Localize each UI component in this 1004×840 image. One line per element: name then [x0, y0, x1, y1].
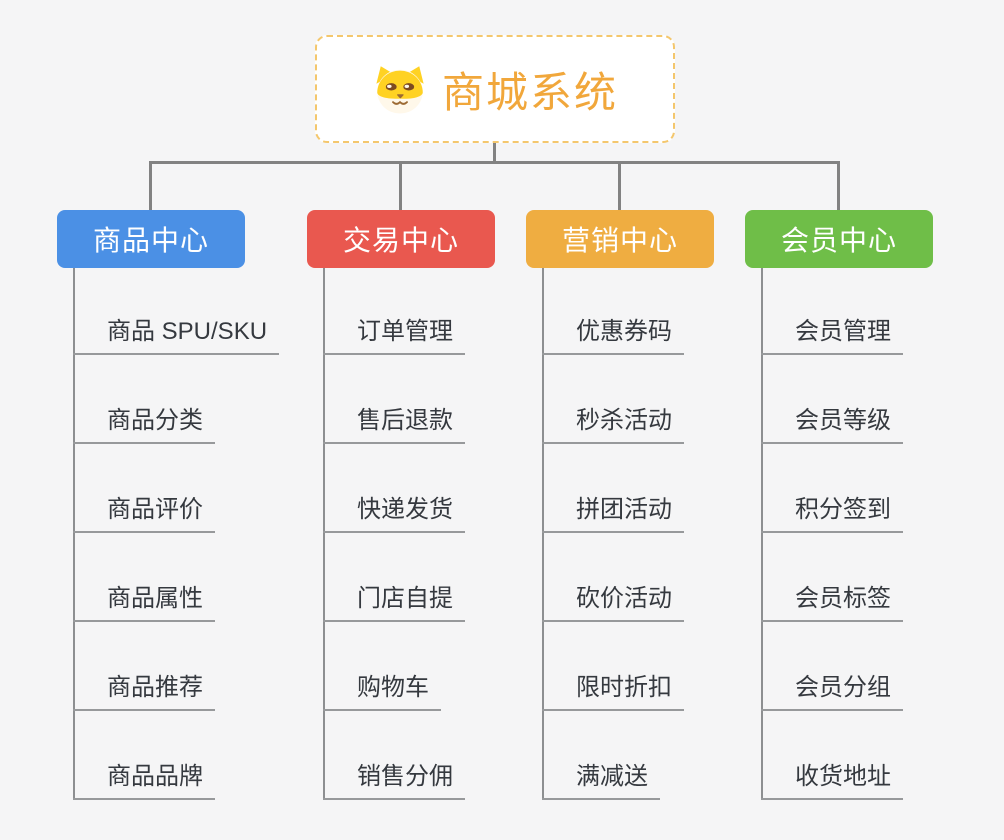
subtopic-node[interactable]: 商品分类: [73, 400, 215, 444]
subtopic-node[interactable]: 砍价活动: [542, 578, 684, 622]
branch-children-products: 商品 SPU/SKU 商品分类 商品评价 商品属性 商品推荐 商品品牌: [57, 266, 297, 806]
subtopic-node[interactable]: 订单管理: [323, 311, 465, 355]
branch-node-marketing[interactable]: 营销中心: [526, 210, 714, 268]
branch-connector-line: [73, 268, 75, 800]
subtopic-node[interactable]: 积分签到: [761, 489, 903, 533]
connector-drop-2: [399, 164, 402, 210]
connector-drop-3: [618, 164, 621, 210]
subtopic-node[interactable]: 商品属性: [73, 578, 215, 622]
connector-horizontal: [149, 161, 840, 164]
dog-face-icon: [376, 66, 424, 114]
root-topic-title: 商城系统: [441, 68, 618, 116]
subtopic-node[interactable]: 快递发货: [323, 489, 465, 533]
connector-root-stub: [493, 141, 496, 164]
subtopic-node[interactable]: 门店自提: [323, 578, 465, 622]
branch-label: 会员中心: [780, 225, 897, 256]
branch-label: 交易中心: [342, 225, 459, 256]
subtopic-node[interactable]: 商品 SPU/SKU: [73, 311, 280, 355]
branch-children-trade: 订单管理 售后退款 快递发货 门店自提 购物车 销售分佣: [307, 266, 547, 806]
branch-node-trade[interactable]: 交易中心: [307, 210, 495, 268]
subtopic-node[interactable]: 优惠券码: [542, 311, 684, 355]
branch-children-marketing: 优惠券码 秒杀活动 拼团活动 砍价活动 限时折扣 满减送: [526, 266, 766, 806]
subtopic-node[interactable]: 会员管理: [761, 311, 903, 355]
subtopic-node[interactable]: 拼团活动: [542, 489, 684, 533]
subtopic-node[interactable]: 会员分组: [761, 667, 903, 711]
branch-node-members[interactable]: 会员中心: [745, 210, 933, 268]
subtopic-node[interactable]: 会员等级: [761, 400, 903, 444]
branch-connector-line: [542, 268, 544, 800]
subtopic-node[interactable]: 秒杀活动: [542, 400, 684, 444]
subtopic-node[interactable]: 商品品牌: [73, 756, 215, 800]
branch-node-products[interactable]: 商品中心: [57, 210, 245, 268]
branch-label: 商品中心: [92, 225, 209, 256]
subtopic-node[interactable]: 商品推荐: [73, 667, 215, 711]
subtopic-node[interactable]: 满减送: [542, 756, 660, 800]
subtopic-node[interactable]: 售后退款: [323, 400, 465, 444]
subtopic-node[interactable]: 会员标签: [761, 578, 903, 622]
branch-label: 营销中心: [561, 225, 678, 256]
connector-drop-4: [837, 164, 840, 210]
subtopic-node[interactable]: 购物车: [323, 667, 441, 711]
subtopic-node[interactable]: 商品评价: [73, 489, 215, 533]
root-topic-node[interactable]: 商城系统: [315, 35, 675, 143]
subtopic-node[interactable]: 收货地址: [761, 756, 903, 800]
branch-children-members: 会员管理 会员等级 积分签到 会员标签 会员分组 收货地址: [745, 266, 985, 806]
subtopic-node[interactable]: 限时折扣: [542, 667, 684, 711]
branch-connector-line: [761, 268, 763, 800]
connector-drop-1: [149, 164, 152, 210]
subtopic-node[interactable]: 销售分佣: [323, 756, 465, 800]
branch-connector-line: [323, 268, 325, 800]
